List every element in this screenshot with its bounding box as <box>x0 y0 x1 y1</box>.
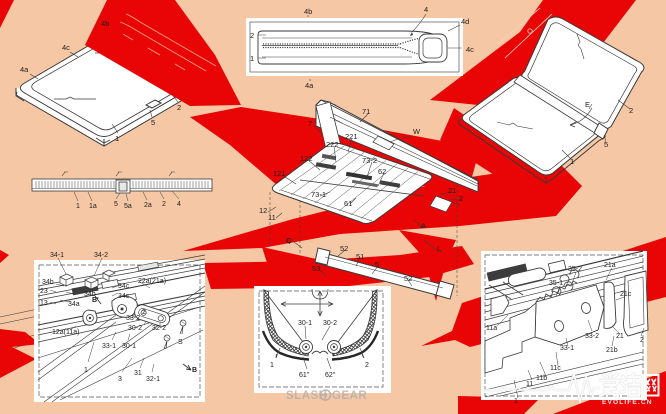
svg-text:B: B <box>192 367 197 374</box>
svg-text:30-2: 30-2 <box>323 320 337 327</box>
svg-text:5: 5 <box>114 201 118 208</box>
svg-text:4b: 4b <box>101 19 109 28</box>
svg-text:1: 1 <box>76 203 80 210</box>
svg-text:L: L <box>437 244 441 253</box>
svg-text:2: 2 <box>162 201 166 208</box>
svg-text:1: 1 <box>570 157 574 166</box>
svg-text:4d: 4d <box>461 17 469 26</box>
svg-text:5: 5 <box>151 118 155 127</box>
svg-text:32-2: 32-2 <box>152 325 166 332</box>
svg-text:GEAR: GEAR <box>332 390 367 402</box>
svg-text:2: 2 <box>640 337 644 344</box>
svg-text:61'': 61'' <box>299 372 309 379</box>
svg-text:1: 1 <box>250 54 254 63</box>
svg-text:33-1: 33-1 <box>102 343 116 350</box>
svg-text:4c: 4c <box>62 43 70 52</box>
svg-text:71: 71 <box>362 107 370 116</box>
svg-text:2: 2 <box>365 362 369 369</box>
svg-text:34a: 34a <box>68 301 80 308</box>
svg-text:1: 1 <box>84 367 88 374</box>
svg-text:32-1: 32-1 <box>146 376 160 383</box>
svg-text:31: 31 <box>134 370 142 377</box>
svg-text:3: 3 <box>118 376 122 383</box>
svg-text:1a: 1a <box>89 203 97 210</box>
svg-text:53: 53 <box>312 264 320 273</box>
svg-text:12a(11a): 12a(11a) <box>52 329 80 336</box>
svg-text:5a: 5a <box>124 203 132 210</box>
svg-text:11a: 11a <box>486 325 497 332</box>
svg-text:34c: 34c <box>118 293 130 300</box>
svg-text:62: 62 <box>378 167 386 176</box>
svg-text:7: 7 <box>308 119 312 128</box>
svg-text:1: 1 <box>270 362 274 369</box>
svg-text:221: 221 <box>345 132 358 141</box>
svg-text:12: 12 <box>259 206 267 215</box>
svg-text:51: 51 <box>356 252 364 261</box>
svg-text:4c: 4c <box>466 45 474 54</box>
svg-text:4b: 4b <box>304 7 312 16</box>
svg-text:5: 5 <box>375 260 379 269</box>
svg-text:21: 21 <box>448 186 456 195</box>
svg-text:52: 52 <box>404 274 412 283</box>
svg-text:30-1: 30-1 <box>122 343 136 350</box>
svg-text:33-2: 33-2 <box>585 333 599 340</box>
svg-text:2: 2 <box>629 106 633 115</box>
svg-text:11b: 11b <box>536 375 547 382</box>
svg-text:61: 61 <box>344 199 352 208</box>
svg-text:B': B' <box>92 297 99 304</box>
svg-text:E: E <box>585 100 590 109</box>
svg-text:SLASH: SLASH <box>286 390 327 402</box>
svg-text:11: 11 <box>526 381 533 388</box>
svg-text:2a: 2a <box>144 202 152 209</box>
svg-text:121: 121 <box>273 169 286 178</box>
svg-text:122: 122 <box>300 154 313 163</box>
svg-text:30-2: 30-2 <box>128 325 142 332</box>
svg-text:2: 2 <box>459 194 463 203</box>
svg-text:23: 23 <box>40 288 48 295</box>
svg-text:2: 2 <box>142 309 146 316</box>
svg-text:33-2: 33-2 <box>126 315 140 322</box>
svg-text:35-1: 35-1 <box>549 280 563 287</box>
svg-text:11c: 11c <box>550 365 561 372</box>
svg-text:21c: 21c <box>620 291 632 298</box>
svg-text:34-1: 34-1 <box>50 252 64 259</box>
svg-text:222: 222 <box>326 140 339 149</box>
svg-text:C: C <box>286 236 292 245</box>
svg-text:2: 2 <box>177 103 181 112</box>
svg-text:2: 2 <box>250 31 254 40</box>
svg-text:34b: 34b <box>84 291 96 298</box>
svg-text:52: 52 <box>340 244 348 253</box>
svg-text:34b: 34b <box>42 279 54 286</box>
svg-text:A: A <box>421 221 426 230</box>
svg-text:1: 1 <box>514 398 518 405</box>
svg-text:4: 4 <box>177 201 181 208</box>
svg-text:30-1: 30-1 <box>298 320 312 327</box>
svg-text:4a: 4a <box>20 65 29 74</box>
svg-text:4: 4 <box>424 5 428 14</box>
svg-text:11: 11 <box>268 213 276 222</box>
svg-text:21b: 21b <box>606 347 618 354</box>
svg-text:73-2: 73-2 <box>362 156 377 165</box>
svg-text:35-2: 35-2 <box>568 266 582 273</box>
svg-text:34c: 34c <box>118 283 130 290</box>
svg-text:1: 1 <box>115 134 119 143</box>
svg-text:21a: 21a <box>604 262 616 269</box>
svg-text:21: 21 <box>616 333 624 340</box>
svg-text:EVOLIFE.CN: EVOLIFE.CN <box>602 399 653 406</box>
svg-text:13: 13 <box>40 300 48 307</box>
svg-text:22a(21a): 22a(21a) <box>138 278 166 285</box>
svg-text:34-2: 34-2 <box>94 252 108 259</box>
svg-text:5: 5 <box>604 140 608 149</box>
svg-text:S: S <box>178 339 183 346</box>
svg-text:W: W <box>413 127 421 136</box>
svg-text:73-1: 73-1 <box>311 190 326 199</box>
svg-text:33-1: 33-1 <box>560 345 574 352</box>
svg-text:4a: 4a <box>305 81 314 90</box>
svg-text:62'': 62'' <box>325 372 335 379</box>
